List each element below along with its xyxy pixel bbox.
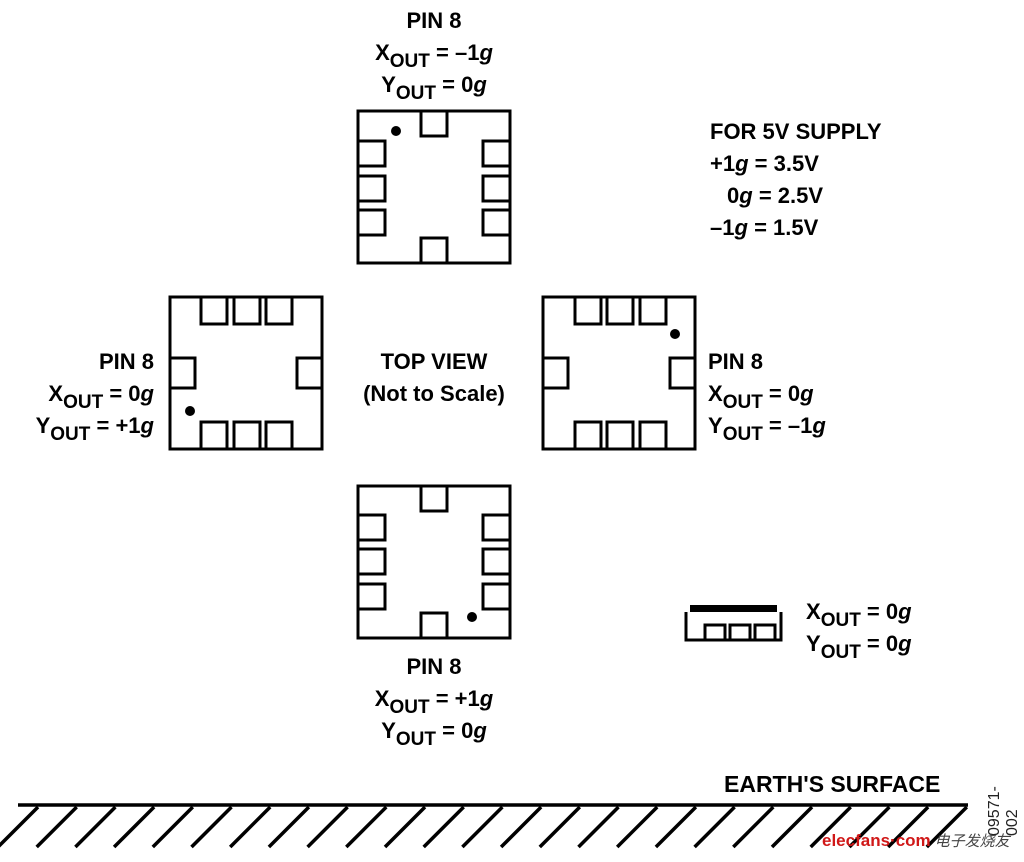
- package-left: [168, 295, 324, 451]
- label-side: XOUT = 0g YOUT = 0g: [806, 596, 912, 663]
- package-right: [541, 295, 697, 451]
- xout-label: XOUT = –1g: [375, 40, 493, 72]
- figure-number: 09571-002: [986, 786, 1021, 836]
- supply-legend: FOR 5V SUPPLY +1g = 3.5V 0g = 2.5V –1g =…: [710, 116, 882, 244]
- hatch-line: [654, 805, 698, 849]
- xout-label: XOUT = 0g: [48, 381, 154, 413]
- pin-label: PIN 8: [406, 654, 462, 679]
- hatch-line: [267, 805, 311, 849]
- label-left: PIN 8 XOUT = 0g YOUT = +1g: [0, 346, 154, 445]
- hatch-line: [693, 805, 736, 849]
- xout-label: XOUT = +1g: [374, 686, 494, 718]
- label-bottom: PIN 8 XOUT = +1g YOUT = 0g: [330, 651, 538, 750]
- pin8-dot-left: [185, 406, 195, 416]
- hatch-line: [306, 805, 349, 849]
- legend-row: –1g = 1.5V: [710, 215, 819, 240]
- pin8-dot-top: [391, 126, 401, 136]
- hatch-line: [74, 805, 117, 849]
- package-side-view: [684, 612, 783, 642]
- xout-label: XOUT = 0g: [708, 381, 814, 413]
- legend-row: +1g = 3.5V: [710, 151, 819, 176]
- hatch-line: [809, 805, 852, 849]
- yout-label: YOUT = +1g: [35, 413, 154, 445]
- package-top: [356, 109, 512, 265]
- pin-label: PIN 8: [406, 8, 462, 33]
- hatch-line: [112, 805, 156, 849]
- hatch-line: [383, 805, 427, 849]
- legend-title: FOR 5V SUPPLY: [710, 119, 882, 144]
- hatch-line: [0, 805, 40, 848]
- hatch-line: [577, 805, 620, 849]
- xout-label: XOUT = 0g: [806, 599, 912, 631]
- top-view-label: TOP VIEW: [380, 349, 488, 374]
- legend-row: 0g = 2.5V: [727, 183, 824, 208]
- pin8-dot-right: [670, 329, 680, 339]
- hatch-line: [886, 805, 930, 849]
- hatch-line: [228, 805, 272, 849]
- hatch-line: [190, 805, 233, 849]
- hatch-line: [770, 805, 814, 849]
- earth-surface-hatch: [0, 803, 969, 849]
- pin8-dots: [185, 126, 680, 622]
- hatch-line: [499, 805, 543, 849]
- pin-label: PIN 8: [708, 349, 764, 374]
- package-bottom: [356, 484, 512, 640]
- pin-label: PIN 8: [98, 349, 154, 374]
- yout-label: YOUT = 0g: [381, 72, 487, 104]
- hatch-line: [151, 805, 195, 849]
- hatch-line: [848, 805, 891, 849]
- side-view-lid: [690, 605, 777, 612]
- hatch-line: [35, 805, 78, 849]
- hatch-line: [538, 805, 582, 849]
- yout-label: YOUT = –1g: [708, 413, 826, 445]
- hatch-line: [422, 805, 465, 849]
- pin8-dot-bottom: [467, 612, 477, 622]
- hatch-line: [925, 805, 969, 849]
- yout-label: YOUT = 0g: [806, 631, 912, 663]
- hatch-line: [615, 805, 659, 849]
- hatch-line: [732, 805, 775, 849]
- center-label: TOP VIEW (Not to Scale): [330, 346, 538, 410]
- hatch-line: [345, 805, 388, 849]
- yout-label: YOUT = 0g: [381, 718, 487, 750]
- hatch-line: [461, 805, 504, 849]
- not-to-scale-label: (Not to Scale): [363, 381, 505, 406]
- label-right: PIN 8 XOUT = 0g YOUT = –1g: [708, 346, 826, 445]
- earth-surface-label: EARTH'S SURFACE: [724, 771, 941, 797]
- label-top: PIN 8 XOUT = –1g YOUT = 0g: [330, 5, 538, 104]
